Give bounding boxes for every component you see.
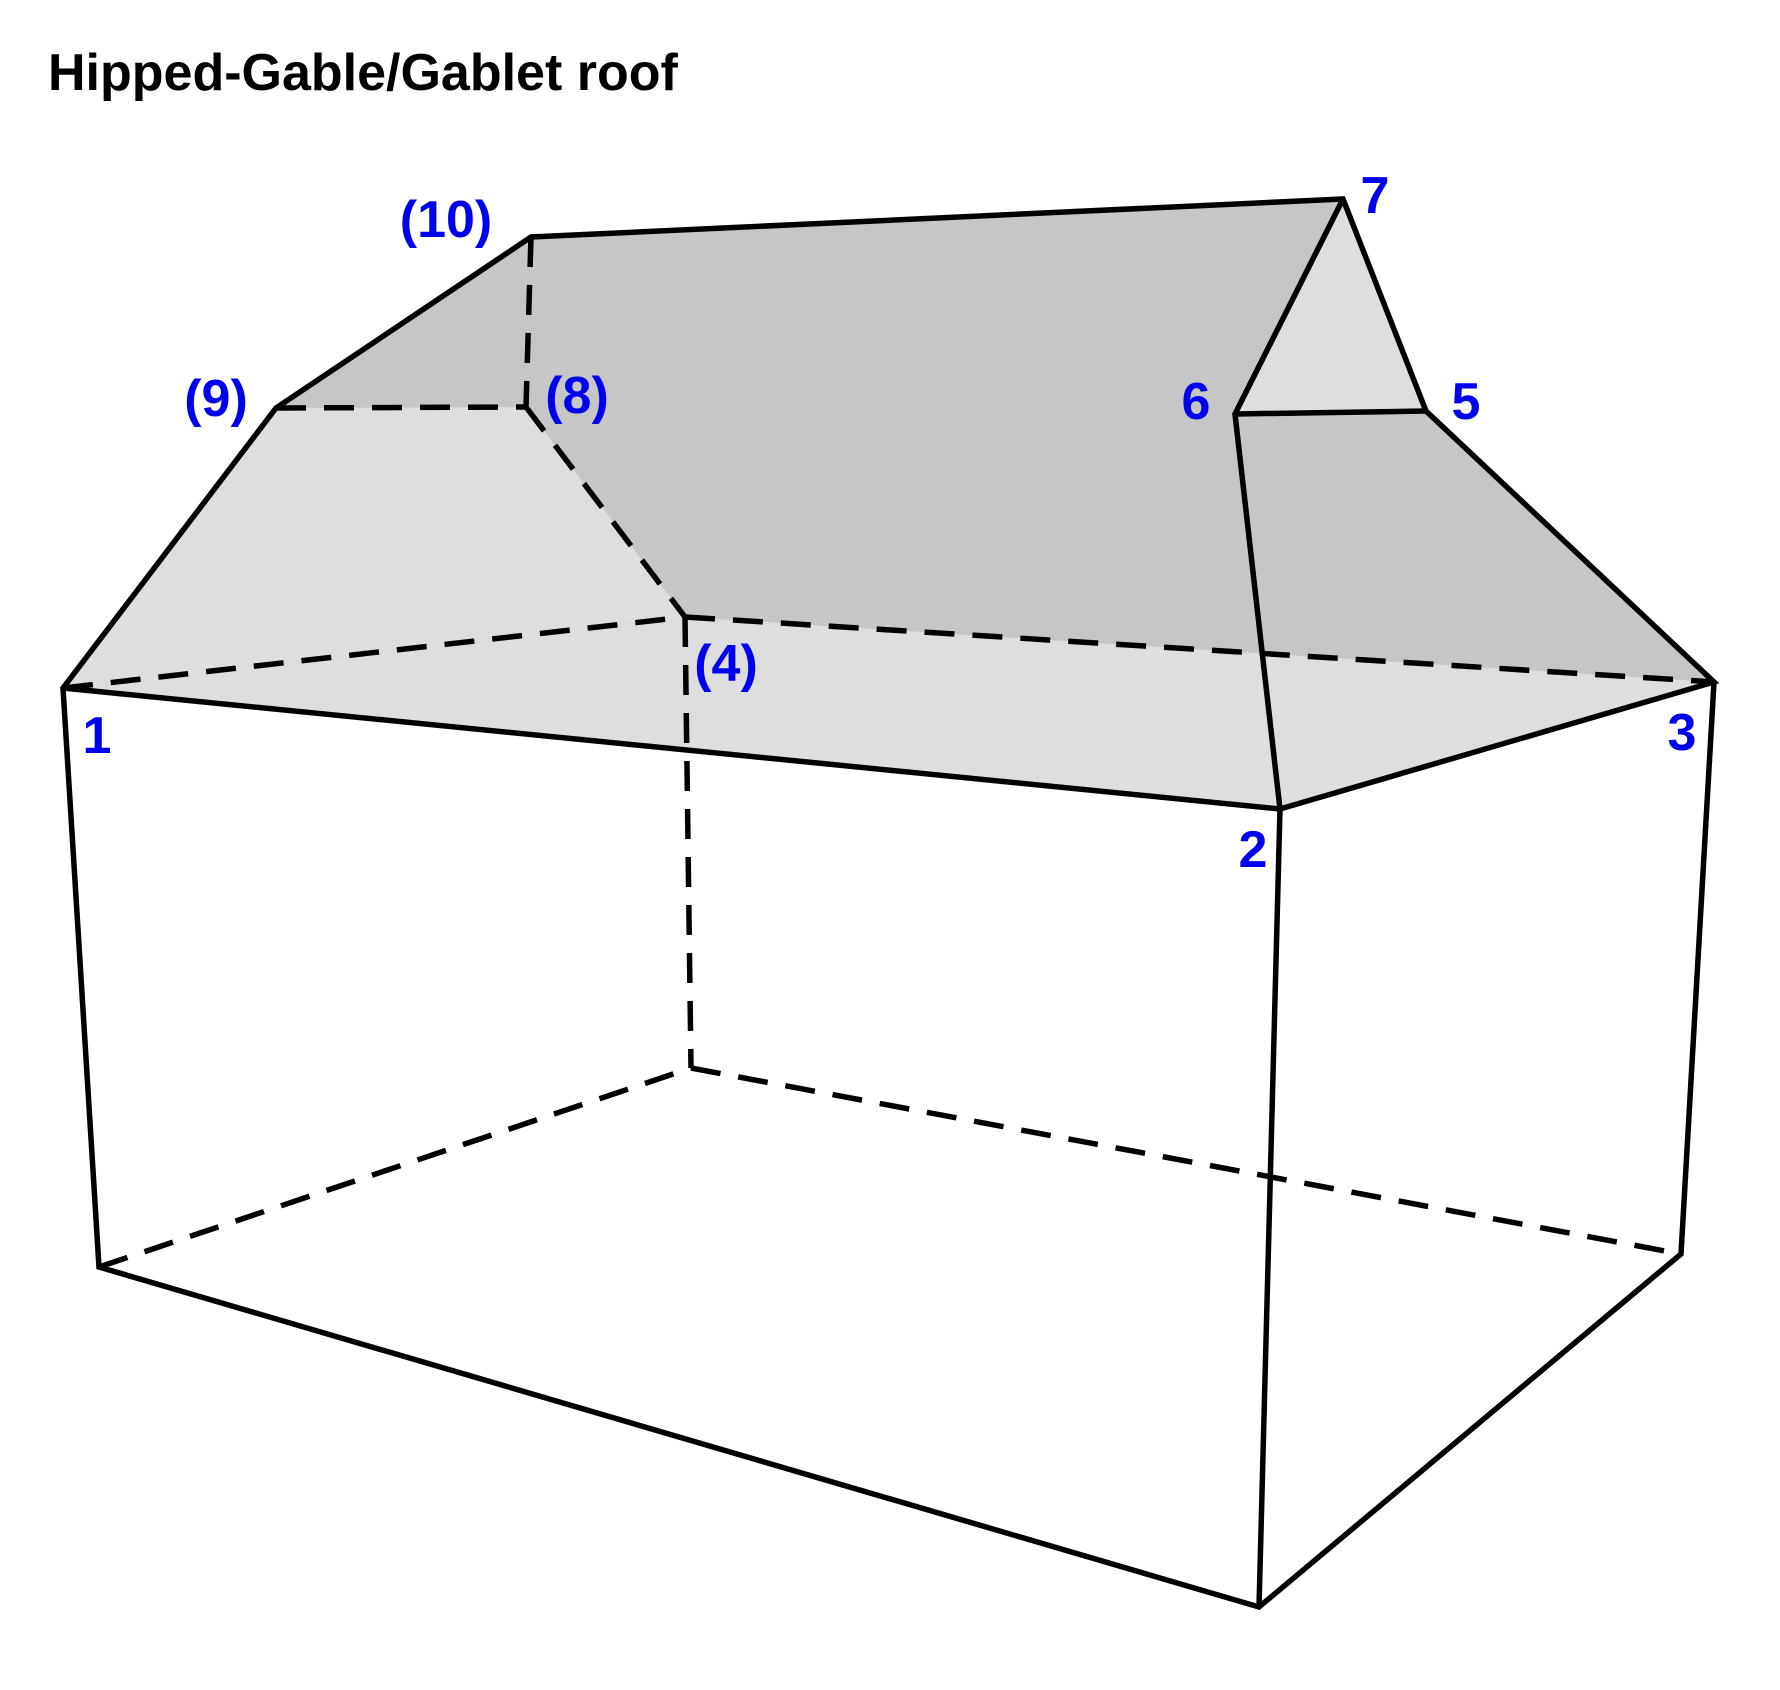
vertex-label-9: (9) [184, 370, 248, 428]
vertex-label-10: (10) [400, 191, 492, 249]
vertex-label-7: 7 [1361, 167, 1390, 225]
visible-edges [60, 196, 1720, 1611]
vertex-label-8: (8) [545, 367, 609, 425]
vertex-label-4: (4) [694, 635, 758, 693]
vertex-label-2: 2 [1239, 821, 1268, 879]
hidden-edges [62, 236, 1715, 1270]
diagram-title: Hipped-Gable/Gablet roof [48, 44, 678, 102]
vertex-label-5: 5 [1452, 373, 1481, 431]
vertex-label-1: 1 [83, 707, 112, 765]
vertex-label-3: 3 [1668, 704, 1697, 762]
gablet-triangle [1235, 199, 1426, 414]
vertex-label-6: 6 [1182, 373, 1211, 431]
roof-light-eave-plane [63, 617, 1714, 809]
roof-light-hip-face [63, 407, 685, 688]
vertex-labels: 1 2 3 (4) 5 6 7 (8) (9) (10) [83, 167, 1697, 879]
